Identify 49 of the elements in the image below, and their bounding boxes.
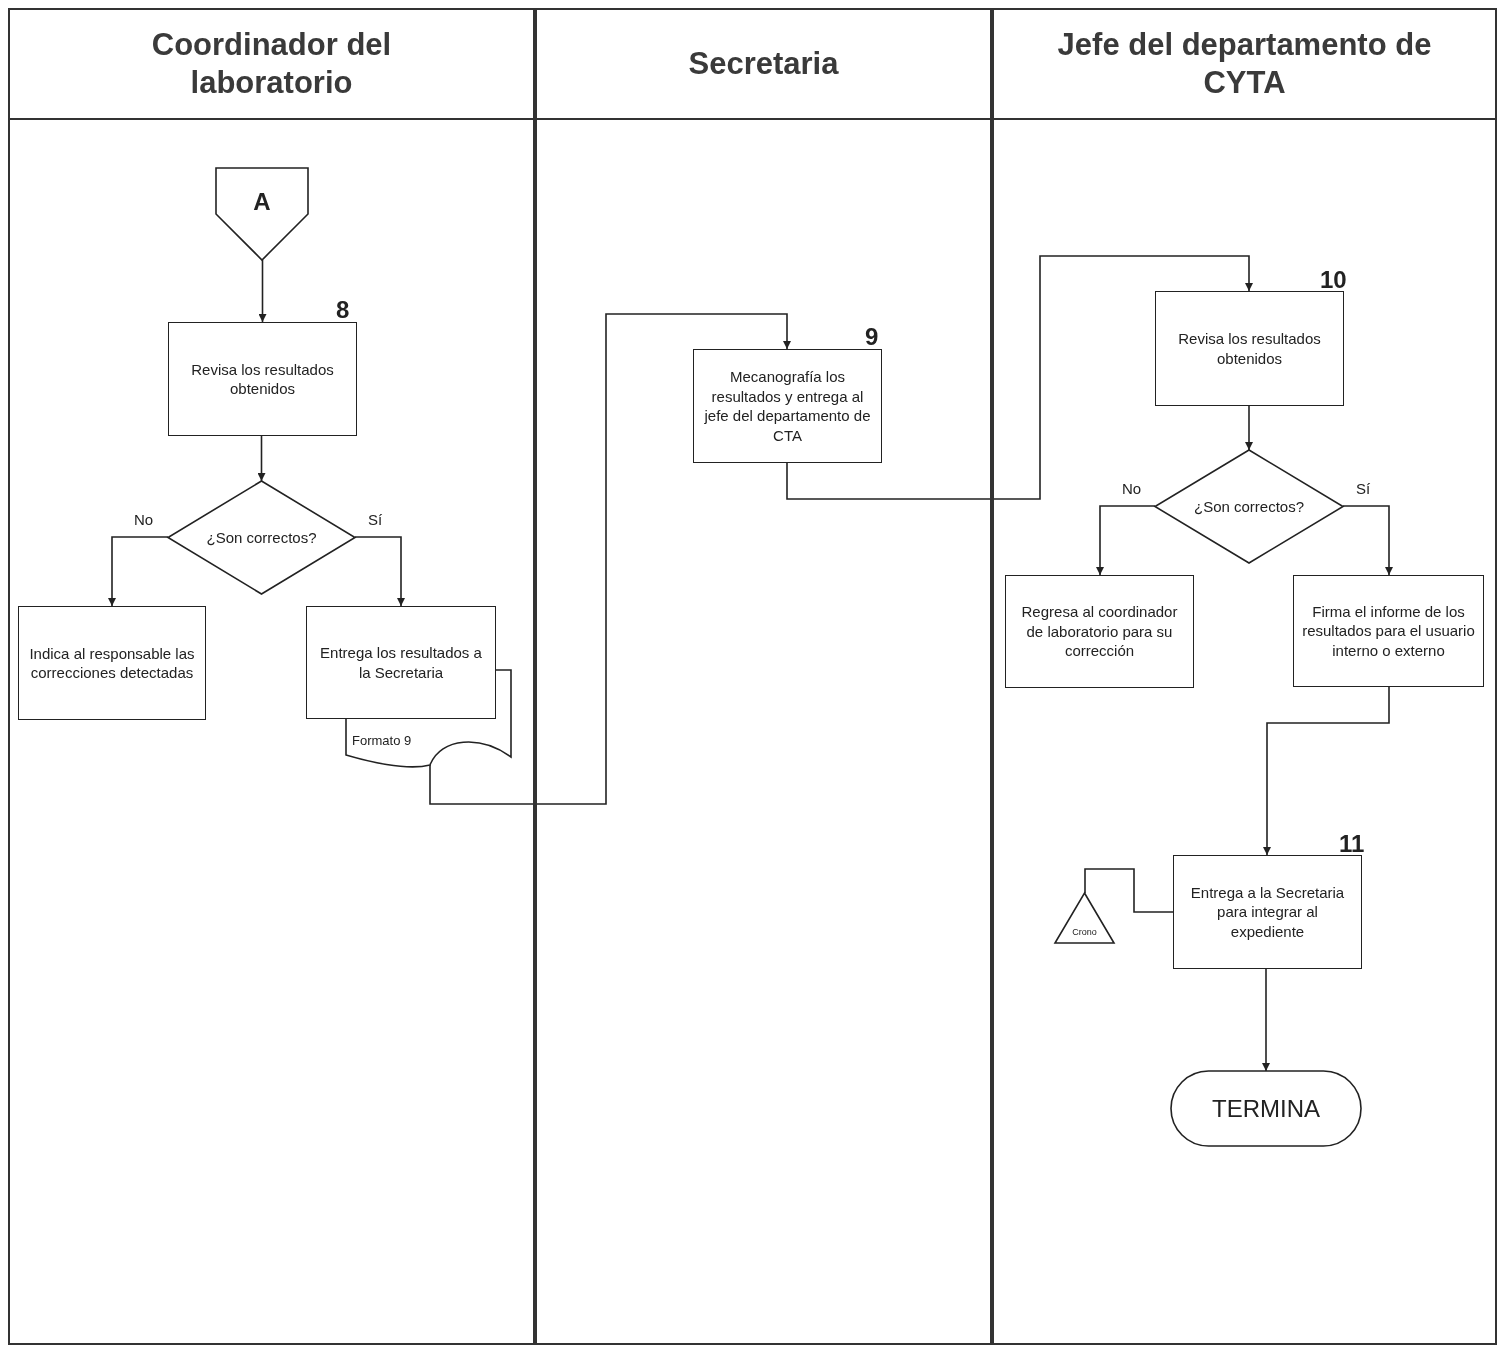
step-text: Mecanografía los resultados y entrega al jefe del departamento de CTA — [703, 367, 872, 445]
step-text: Entrega los resultados a la Secretaria — [319, 643, 483, 682]
connector-letter: A — [253, 187, 271, 217]
process-box — [168, 322, 357, 436]
step-text: Entrega a la Secretaria para integrar al expediente — [1189, 882, 1346, 942]
arrow — [258, 259, 267, 323]
document-label: Formato 9 — [352, 733, 412, 750]
step-text: ¿Son correctos? — [1193, 496, 1304, 517]
arrow — [354, 536, 405, 607]
step-text: TERMINA — [1212, 1093, 1320, 1124]
process-box — [18, 606, 206, 720]
process-box — [1155, 291, 1344, 406]
swimlane — [535, 8, 992, 1345]
arrow — [1263, 686, 1390, 856]
step-number: 9 — [865, 323, 879, 351]
swimlane — [992, 8, 1497, 1345]
step-text: Revisa los resultados obtenidos — [190, 359, 335, 399]
arrow — [1342, 505, 1393, 576]
step-text: Firma el informe de los resultados para el usuario interno o externo — [1301, 601, 1476, 661]
arrow — [1096, 505, 1156, 576]
arrow — [1245, 405, 1253, 451]
swimlane — [8, 8, 535, 1345]
off-page-connector — [216, 168, 308, 260]
process-box — [306, 606, 496, 719]
step-text: Revisa los resultados obtenidos — [1177, 329, 1322, 368]
process-box — [1005, 575, 1194, 688]
arrow — [429, 313, 791, 805]
step-number: 10 — [1320, 266, 1347, 294]
step-text: ¿Son correctos? — [206, 527, 317, 548]
process-box — [1293, 575, 1484, 687]
edge-label: Sí — [1354, 480, 1373, 497]
decision-diamond — [168, 481, 355, 594]
edge-label: Sí — [366, 511, 385, 528]
arrow — [108, 536, 169, 607]
step-number: 11 — [1339, 830, 1365, 858]
arrow — [1262, 968, 1270, 1072]
step-text: Indica al responsable las correcciones detectadas — [28, 643, 196, 683]
process-box — [1173, 855, 1362, 969]
step-number: 8 — [336, 296, 350, 324]
arrow — [786, 255, 1253, 500]
arrow — [257, 435, 266, 482]
lane-title: Coordinador del laboratorio — [10, 10, 533, 120]
lane-title: Secretaria — [537, 10, 990, 120]
step-text: Regresa al coordinador de laboratorio para su corrección — [1020, 602, 1179, 661]
process-box — [693, 349, 882, 463]
archive-triangle — [1055, 893, 1114, 943]
decision-diamond — [1155, 450, 1343, 563]
lane-title: Jefe del departamento de CYTA — [994, 10, 1495, 120]
archive-label: Crono — [1072, 927, 1097, 939]
